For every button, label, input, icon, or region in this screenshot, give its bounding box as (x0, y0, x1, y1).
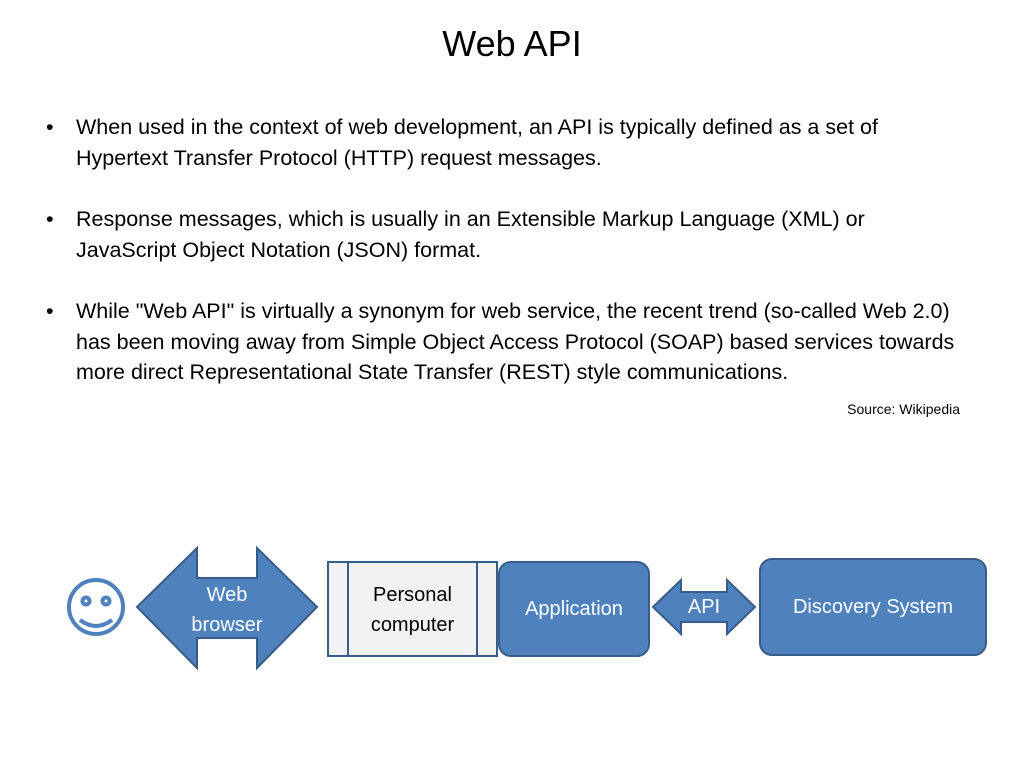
slide-title: Web API (442, 23, 582, 64)
web-browser-arrow-shape (135, 545, 319, 671)
application-label: Application (525, 598, 623, 620)
bullet-text: Response messages, which is usually in a… (76, 207, 865, 262)
bullet-item: • While "Web API" is virtually a synonym… (46, 296, 966, 388)
web-browser-label: Web browser (167, 580, 287, 640)
discovery-system-box (759, 558, 987, 656)
bullet-text: When used in the context of web developm… (76, 115, 878, 170)
api-arrow-shape (651, 577, 757, 637)
bullet-text: While "Web API" is virtually a synonym f… (76, 299, 955, 384)
bullet-dot-icon: • (46, 299, 54, 323)
bullet-item: • Response messages, which is usually in… (46, 204, 966, 265)
web-browser-label-line1: Web (206, 584, 248, 606)
discovery-system-label: Discovery System (792, 596, 954, 618)
api-label: API (687, 596, 721, 618)
bullet-list: • When used in the context of web develo… (46, 112, 966, 419)
personal-computer-label-line2: computer (370, 614, 455, 636)
application-box (498, 561, 650, 657)
architecture-diagram: Web browser Personal computer Applicatio… (0, 540, 1024, 680)
diagram-shapes (67, 545, 987, 671)
bullet-dot-icon: • (46, 207, 54, 231)
personal-computer-label-line1: Personal (373, 584, 452, 606)
bullet-dot-icon: • (46, 115, 54, 139)
bullet-item: • When used in the context of web develo… (46, 112, 966, 173)
smiley-face-icon (67, 578, 125, 636)
web-browser-label-line2: browser (191, 614, 263, 636)
personal-computer-label: Personal computer (348, 580, 477, 640)
source-note: Source: Wikipedia (847, 401, 960, 417)
personal-computer-box (327, 561, 498, 657)
